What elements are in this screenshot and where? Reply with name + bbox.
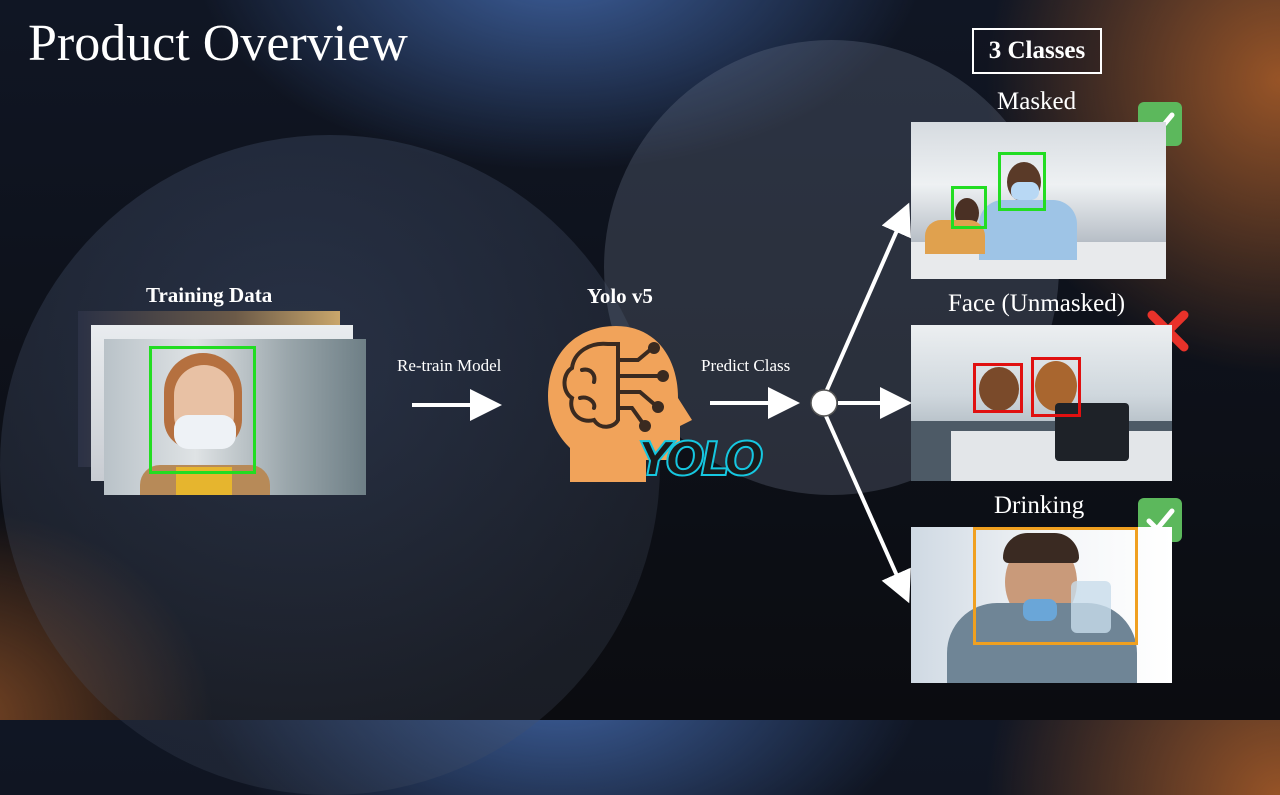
flow-arrows [470, 202, 912, 604]
class-label-masked: Masked [997, 88, 1077, 115]
branch-arrow-drinking [824, 415, 911, 604]
class-image-masked [911, 122, 1166, 279]
class-label-unmasked: Face (Unmasked) [948, 290, 1126, 317]
predict-label: Predict Class [701, 356, 791, 375]
model-label: Yolo v5 [587, 284, 653, 308]
branch-arrow-masked [824, 202, 911, 393]
retrain-label: Re-train Model [397, 356, 502, 375]
class-label-drinking: Drinking [994, 492, 1085, 519]
branch-node [810, 389, 838, 417]
class-image-unmasked [911, 325, 1172, 481]
page-title: Product Overview [28, 15, 408, 72]
brain-head-icon [548, 326, 692, 482]
training-image-front [104, 339, 366, 495]
classes-count-box: 3 Classes [972, 28, 1102, 74]
training-data-label: Training Data [146, 283, 273, 307]
class-image-drinking [911, 527, 1172, 683]
yolo-logo: YOLO [637, 431, 765, 487]
